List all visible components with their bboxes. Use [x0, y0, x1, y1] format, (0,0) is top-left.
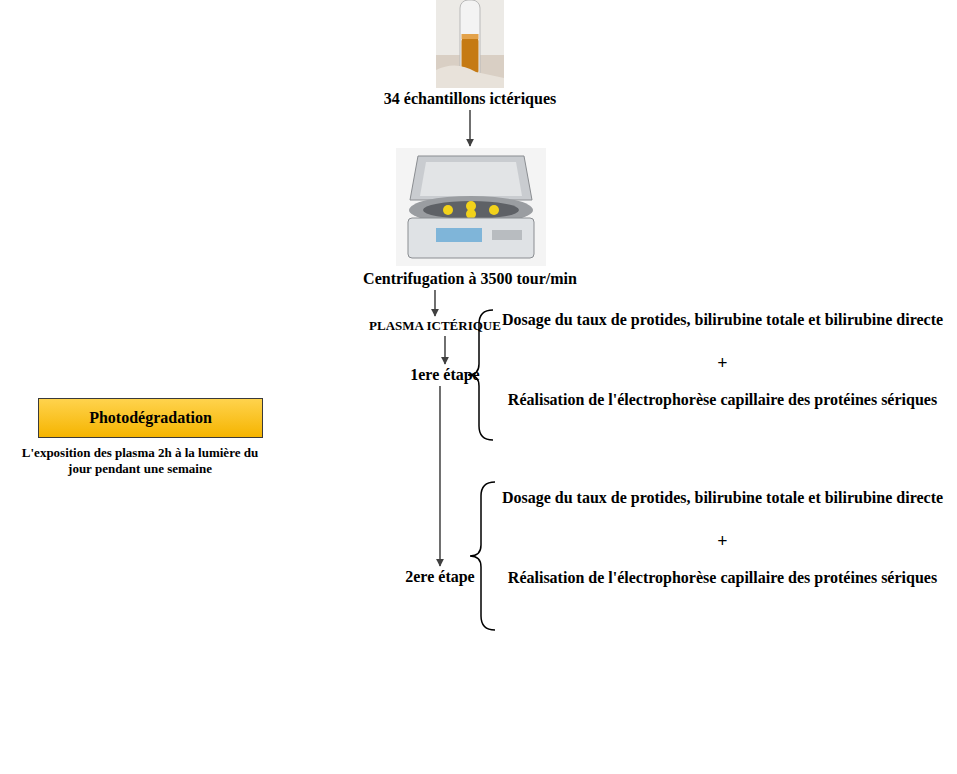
- plus-sign: +: [495, 530, 950, 553]
- step-label: PLASMA ICTÉRIQUE: [369, 318, 501, 334]
- plus-sign: +: [495, 352, 950, 375]
- step-description: Réalisation de l'électrophorèse capillai…: [495, 390, 950, 410]
- flow-step: PLASMA ICTÉRIQUE: [365, 318, 505, 334]
- flow-step: 2ere étape: [401, 568, 478, 586]
- step-description: Dosage du taux de protides, bilirubine t…: [495, 310, 950, 330]
- step-note: L'exposition des plasma 2h à la lumière …: [9, 445, 271, 476]
- flow-step: 34 échantillons ictériques: [380, 0, 560, 108]
- step-label: Centrifugation à 3500 tour/min: [363, 270, 577, 288]
- flow-arrow: [434, 290, 436, 316]
- step-label: 34 échantillons ictériques: [384, 90, 556, 108]
- flow-step: 1ere étape: [406, 366, 483, 384]
- step-label: 1ere étape: [410, 366, 479, 384]
- step-description: Réalisation de l'électrophorèse capillai…: [495, 568, 950, 588]
- step-description: Dosage du taux de protides, bilirubine t…: [495, 488, 950, 508]
- flow-arrow: [444, 336, 446, 364]
- step-label: Photodégradation: [89, 409, 212, 427]
- centrifuge-photo: [396, 148, 546, 266]
- process-box: PhotodégradationL'exposition des plasma …: [38, 398, 263, 438]
- flow-arrow: [439, 386, 441, 566]
- step-label: 2ere étape: [405, 568, 474, 586]
- flow-arrow: [469, 110, 471, 146]
- tube-photo: [436, 0, 504, 88]
- flow-step: Centrifugation à 3500 tour/min: [359, 148, 581, 288]
